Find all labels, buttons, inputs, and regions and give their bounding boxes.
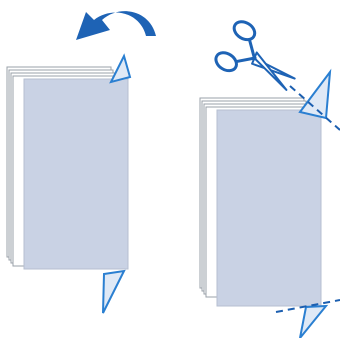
right-top-tab	[300, 72, 330, 118]
left-sheet-stack	[7, 67, 128, 269]
left-top-tab	[111, 56, 130, 82]
left-front-sheet	[24, 79, 128, 269]
right-sheet-stack	[200, 98, 321, 306]
fold-step-panel	[7, 11, 156, 313]
scissors-icon	[212, 18, 307, 104]
right-front-sheet	[217, 110, 321, 306]
cut-step-panel	[200, 18, 340, 338]
curved-arrow-icon	[76, 11, 156, 40]
left-bottom-tab	[103, 271, 124, 313]
right-bottom-tab	[300, 306, 326, 338]
